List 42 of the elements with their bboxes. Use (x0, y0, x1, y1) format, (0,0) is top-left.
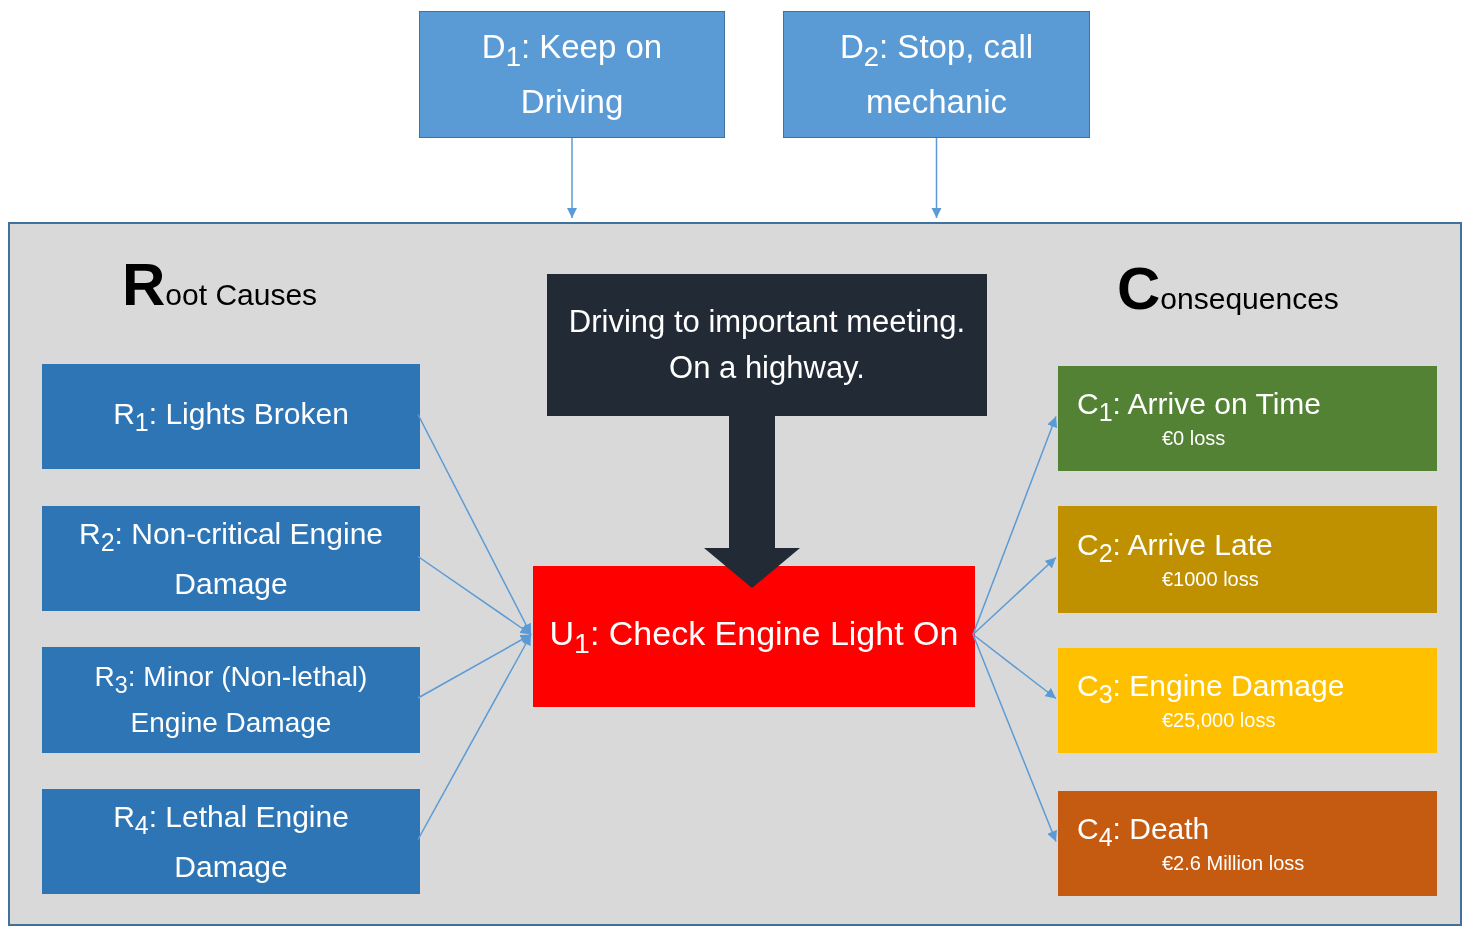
cause-box (42, 647, 420, 753)
node-label: R$_{4}$: Lethal Engine Damage (112, 798, 350, 886)
cause-box (42, 789, 420, 894)
section-heading: Root Causes (122, 250, 318, 319)
arrow (417, 633, 532, 841)
node-label: D$_{2}$: Stop, call mechanic (838, 27, 1035, 123)
loss-amount: €1000 loss (1162, 567, 1259, 591)
loss-amount: €2.6 Million loss (1162, 851, 1305, 875)
consequence-label: C$_{3}$: Engine Damage (1077, 669, 1345, 709)
uncertainty-box (533, 566, 975, 707)
thick-arrow (704, 414, 800, 588)
cause-box (42, 506, 420, 611)
decision-box (419, 11, 725, 138)
arrow (566, 137, 578, 219)
consequence-box (1058, 366, 1437, 471)
node-label: R$_{2}$: Non-critical Engine Damage (78, 515, 384, 603)
node-label: U$_{1}$: Check Engine Light On (549, 613, 959, 662)
panel-background (8, 222, 1462, 926)
consequence-box (1058, 791, 1437, 896)
consequence-label: C$_{1}$: Arrive on Time (1077, 387, 1321, 427)
decision-box (783, 11, 1090, 138)
consequence-label: C$_{2}$: Arrive Late (1077, 528, 1273, 568)
section-heading: Consequences (1117, 254, 1339, 323)
node-label: R$_{3}$: Minor (Non-lethal) Engine Damage (93, 659, 369, 741)
arrow (417, 633, 532, 699)
arrow (972, 556, 1057, 636)
context-box (547, 274, 987, 416)
cause-box (42, 364, 420, 469)
arrow (417, 555, 532, 636)
loss-amount: €25,000 loss (1162, 708, 1276, 732)
consequence-box (1058, 648, 1437, 753)
node-label: R$_{1}$: Lights Broken (113, 396, 349, 439)
node-label: Driving to important meeting. On a highway. (567, 302, 967, 387)
arrow (972, 415, 1058, 636)
loss-amount: €0 loss (1162, 426, 1226, 450)
arrow (417, 413, 532, 636)
arrow (972, 633, 1057, 843)
consequence-label: C$_{4}$: Death (1077, 812, 1210, 852)
node-label: D$_{1}$: Keep on Driving (480, 27, 664, 123)
arrow (931, 137, 942, 219)
arrow (972, 633, 1057, 700)
consequence-box (1058, 506, 1437, 613)
